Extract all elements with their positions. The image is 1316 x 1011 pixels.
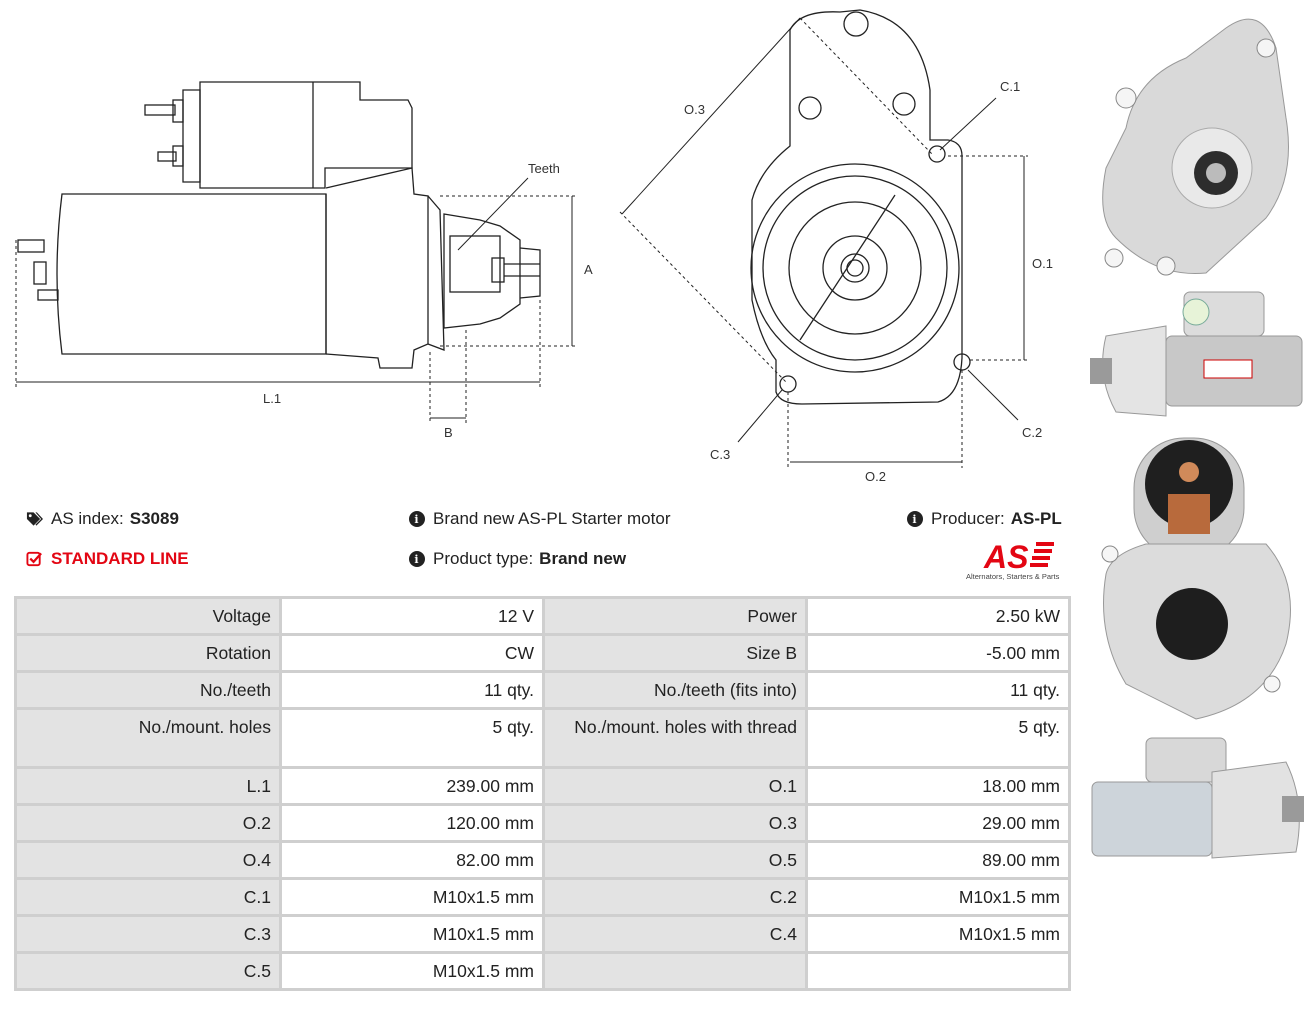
- spec-value: M10x1.5 mm: [282, 880, 542, 914]
- spec-value: 12 V: [282, 599, 542, 633]
- spec-label: Voltage: [17, 599, 279, 633]
- spec-value: 18.00 mm: [808, 769, 1068, 803]
- standard-line-text: STANDARD LINE: [51, 549, 189, 568]
- photo-side-view[interactable]: [1086, 286, 1310, 421]
- spec-label: O.5: [545, 843, 805, 877]
- spec-value: 29.00 mm: [808, 806, 1068, 840]
- spec-value: 2.50 kW: [808, 599, 1068, 633]
- spec-label: O.2: [17, 806, 279, 840]
- label-o1: O.1: [1032, 256, 1053, 271]
- spec-label: O.4: [17, 843, 279, 877]
- info-icon: i: [408, 511, 425, 528]
- spec-value: 11 qty.: [808, 673, 1068, 707]
- spec-value: M10x1.5 mm: [282, 917, 542, 951]
- label-c1: C.1: [1000, 79, 1020, 94]
- spec-label: No./teeth (fits into): [545, 673, 805, 707]
- description-text: Brand new AS-PL Starter motor: [433, 509, 671, 528]
- spec-label: Size B: [545, 636, 805, 670]
- spec-value: 120.00 mm: [282, 806, 542, 840]
- starter-dimension-drawing: Teeth A B L.1 O.1 O.2 O.3 C.1 C.2 C.3: [15, 9, 1053, 484]
- producer-value: AS-PL: [1010, 509, 1062, 528]
- label-a: A: [584, 262, 593, 277]
- spec-value: 82.00 mm: [282, 843, 542, 877]
- spec-value: 89.00 mm: [808, 843, 1068, 877]
- as-index: AS index: S3089: [26, 509, 179, 529]
- spec-value: CW: [282, 636, 542, 670]
- technical-drawing: Teeth A B L.1 O.1 O.2 O.3 C.1 C.2 C.3: [0, 0, 1080, 490]
- as-index-label: AS index:: [51, 509, 124, 528]
- spec-value: M10x1.5 mm: [282, 954, 542, 988]
- product-type: i Product type: Brand new: [408, 549, 626, 569]
- spec-label: No./teeth: [17, 673, 279, 707]
- spec-label: Rotation: [17, 636, 279, 670]
- label-b: B: [444, 425, 453, 440]
- spec-label: C.5: [17, 954, 279, 988]
- label-o2: O.2: [865, 469, 886, 484]
- spec-value: M10x1.5 mm: [808, 917, 1068, 951]
- spec-label: Power: [545, 599, 805, 633]
- spec-label: No./mount. holes with thread: [545, 710, 805, 766]
- spec-label: C.3: [17, 917, 279, 951]
- spec-label: L.1: [17, 769, 279, 803]
- standard-line-badge: STANDARD LINE: [26, 549, 189, 569]
- as-index-value: S3089: [129, 509, 179, 528]
- spec-label: No./mount. holes: [17, 710, 279, 766]
- spec-label: [545, 954, 805, 988]
- photo-angle-view[interactable]: [1086, 732, 1310, 862]
- logo-subtitle: Alternators, Starters & Parts: [966, 572, 1060, 581]
- spec-label: O.1: [545, 769, 805, 803]
- spec-value: [808, 954, 1068, 988]
- product-type-label: Product type:: [433, 549, 534, 568]
- label-o3: O.3: [684, 102, 705, 117]
- svg-text:AS: AS: [983, 539, 1029, 572]
- label-l1: L.1: [263, 391, 281, 406]
- spec-label: O.3: [545, 806, 805, 840]
- spec-value: 5 qty.: [282, 710, 542, 766]
- spec-value: M10x1.5 mm: [808, 880, 1068, 914]
- as-pl-logo: AS: [964, 538, 1068, 584]
- photo-rear-flange[interactable]: [1086, 434, 1310, 724]
- product-description: i Brand new AS-PL Starter motor: [408, 509, 670, 529]
- info-icon: i: [408, 551, 425, 568]
- label-teeth: Teeth: [528, 161, 560, 176]
- spec-value: 11 qty.: [282, 673, 542, 707]
- spec-label: C.1: [17, 880, 279, 914]
- label-c3: C.3: [710, 447, 730, 462]
- spec-value: -5.00 mm: [808, 636, 1068, 670]
- checkbox-checked-icon: [26, 551, 43, 568]
- spec-value: 239.00 mm: [282, 769, 542, 803]
- spec-label: C.2: [545, 880, 805, 914]
- producer-label: Producer:: [931, 509, 1005, 528]
- label-c2: C.2: [1022, 425, 1042, 440]
- photo-front-flange[interactable]: [1086, 8, 1310, 278]
- spec-value: 5 qty.: [808, 710, 1068, 766]
- info-icon: i: [906, 511, 923, 528]
- spec-label: C.4: [545, 917, 805, 951]
- product-type-value: Brand new: [539, 549, 627, 568]
- producer: i Producer: AS-PL: [906, 509, 1062, 529]
- tags-icon: [26, 511, 43, 528]
